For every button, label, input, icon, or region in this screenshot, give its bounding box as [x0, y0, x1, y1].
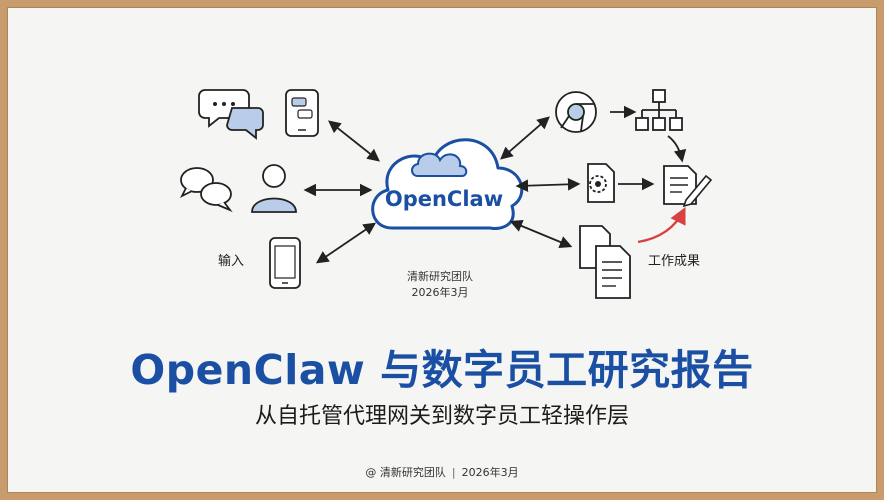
hierarchy-icon [635, 89, 683, 131]
input-label: 输入 [218, 254, 245, 269]
footer-date: 2026年3月 [461, 466, 519, 479]
footer: @ 清新研究团队 | 2026年3月 [0, 464, 884, 480]
page-title: OpenClaw 与数字员工研究报告 [130, 346, 754, 394]
arrow-core-to-browser [500, 116, 550, 160]
page-subtitle: 从自托管代理网关到数字员工轻操作层 [254, 404, 629, 429]
phone-chat-icon [285, 89, 319, 137]
documents-icon [579, 225, 631, 299]
arrow-chat-to-core [328, 120, 380, 162]
smartphone-icon [269, 237, 301, 289]
gear-document-icon [587, 163, 615, 203]
arrow-hierarchy-to-edit [667, 135, 687, 163]
footer-separator: | [451, 466, 456, 479]
openclaw-node-label: OpenClaw [384, 187, 504, 211]
speech-bubbles-icon [179, 167, 233, 213]
edit-document-icon [663, 165, 713, 208]
output-label: 工作成果 [648, 254, 701, 269]
arrow-core-to-docs [509, 220, 573, 248]
chrome-browser-icon [555, 91, 597, 133]
arrow-phone-to-core [315, 222, 377, 264]
cloud-icon [371, 138, 524, 230]
user-icon [251, 164, 297, 213]
footer-team: @ 清新研究团队 [365, 466, 446, 479]
team-label: 清新研究团队 [407, 270, 473, 283]
arrow-core-to-gear-doc [515, 178, 581, 192]
chat-bubbles-icon [198, 89, 264, 140]
date-label: 2026年3月 [411, 286, 469, 299]
arrow-docs-to-edit-red [637, 206, 686, 244]
